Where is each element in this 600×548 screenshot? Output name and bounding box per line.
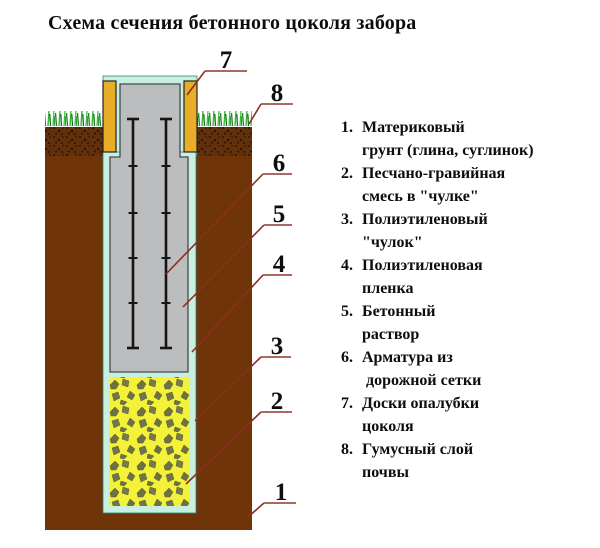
legend-item-3: 3. Полиэтиленовый "чулок" xyxy=(341,208,589,254)
legend-item-text: Песчано-гравийная смесь в "чулке" xyxy=(362,165,506,205)
concrete-column xyxy=(109,83,189,373)
legend-item-text: Арматура из дорожной сетки xyxy=(362,349,482,389)
grass-right xyxy=(196,111,252,128)
page-title: Схема сечения бетонного цоколя забора xyxy=(48,12,417,34)
legend-item-text: Бетонный раствор xyxy=(362,303,436,343)
callout-underlines xyxy=(205,70,296,504)
grass-left xyxy=(45,111,103,128)
formwork-board-right xyxy=(183,80,198,153)
legend-item-text: Доски опалубки цоколя xyxy=(362,395,480,435)
cross-section-diagram: 7 8 6 5 4 3 2 1 xyxy=(45,47,296,530)
callout-7: 7 xyxy=(220,47,233,74)
legend-item-number: 4. xyxy=(341,257,353,274)
legend-item-text: Материковый грунт (глина, суглинок) xyxy=(362,119,534,159)
legend-item-number: 2. xyxy=(341,165,353,182)
legend-item-2: 2. Песчано-гравийная смесь в "чулке" xyxy=(341,162,589,208)
callout-5: 5 xyxy=(273,201,286,228)
legend-item-number: 3. xyxy=(341,211,353,228)
legend-item-number: 1. xyxy=(341,119,353,136)
legend-item-number: 5. xyxy=(341,303,353,320)
callout-3: 3 xyxy=(271,333,284,360)
legend-item-text: Полиэтиленовая пленка xyxy=(362,257,483,297)
legend: 1. Материковый грунт (глина, суглинок) 2… xyxy=(341,116,589,484)
legend-item-1: 1. Материковый грунт (глина, суглинок) xyxy=(341,116,589,162)
legend-item-8: 8. Гумусный слой почвы xyxy=(341,438,589,484)
legend-item-4: 4. Полиэтиленовая пленка xyxy=(341,254,589,300)
legend-item-5: 5. Бетонный раствор xyxy=(341,300,589,346)
callout-1: 1 xyxy=(275,479,288,506)
gravel-stones xyxy=(109,377,190,506)
formwork-board-left xyxy=(102,80,117,153)
legend-item-number: 8. xyxy=(341,441,353,458)
callout-8: 8 xyxy=(271,80,284,107)
callout-6: 6 xyxy=(273,150,286,177)
legend-item-number: 6. xyxy=(341,349,353,366)
callout-4: 4 xyxy=(273,251,286,278)
callout-2: 2 xyxy=(271,388,284,415)
legend-item-text: Полиэтиленовый "чулок" xyxy=(362,211,488,251)
callout-leaders xyxy=(165,70,265,518)
legend-item-text: Гумусный слой почвы xyxy=(362,441,474,481)
legend-item-6: 6. Арматура из дорожной сетки xyxy=(341,346,589,392)
rebar-mesh xyxy=(127,117,172,350)
legend-item-number: 7. xyxy=(341,395,353,412)
legend-item-7: 7. Доски опалубки цоколя xyxy=(341,392,589,438)
